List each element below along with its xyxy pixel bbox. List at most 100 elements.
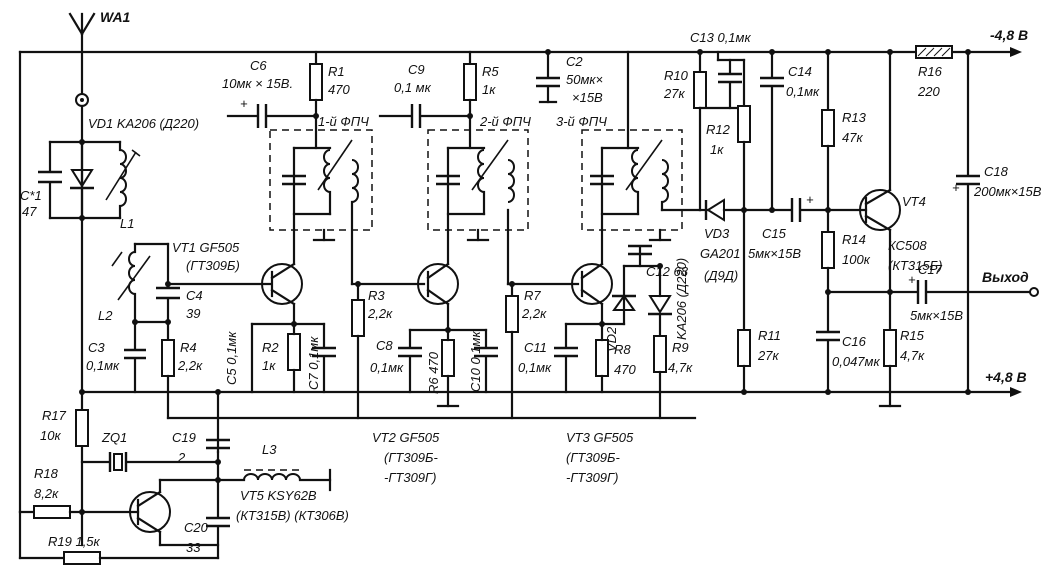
vd2-value: KA206 (Д220) <box>674 258 689 340</box>
c6-capacitor: + <box>226 96 318 128</box>
c9-label: C9 <box>408 62 425 77</box>
r15-value: 4,7к <box>900 348 925 363</box>
r13-resistor <box>821 50 835 234</box>
vt3-alt2: -ГТ309Г) <box>566 470 618 485</box>
c15-label: C15 <box>762 226 787 241</box>
vt1-transistor <box>261 228 303 326</box>
vt2-transistor <box>417 228 459 332</box>
r1-value: 470 <box>328 82 350 97</box>
r5-value: 1к <box>482 82 496 97</box>
r3-value: 2,2к <box>367 306 393 321</box>
r5-label: R5 <box>482 64 499 79</box>
c8-r6-c10 <box>398 328 498 408</box>
vt4-transistor <box>859 50 901 332</box>
r10-label: R10 <box>664 68 689 83</box>
input-tank <box>38 140 141 220</box>
c18-label: C18 <box>984 164 1009 179</box>
l2-c4-tank <box>111 242 272 324</box>
fpch2-label: 2-й ФПЧ <box>479 114 531 129</box>
r14-value: 100к <box>842 252 871 267</box>
c15-capacitor: + <box>790 192 868 222</box>
r19-resistor <box>18 510 220 565</box>
r19-label: R19 1,5к <box>48 534 101 549</box>
r17-value: 10к <box>40 428 61 443</box>
r10-value: 27к <box>663 86 685 101</box>
vt5-transistor <box>129 478 220 547</box>
r2-value: 1к <box>262 358 276 373</box>
l3-coil <box>216 468 332 492</box>
c11-value: 0,1мк <box>518 360 552 375</box>
c4-label: C4 <box>186 288 203 303</box>
vt3-alt1: (ГТ309Б- <box>566 450 620 465</box>
r13-label: R13 <box>842 110 867 125</box>
r8-value: 470 <box>614 362 636 377</box>
c13-capacitor <box>698 50 746 110</box>
vt4-value: КС508 <box>888 238 927 253</box>
output-label: Выход <box>982 269 1029 285</box>
c5-label: C5 0,1мк <box>224 331 239 385</box>
vd1-label: VD1 KA206 (Д220) <box>88 116 199 131</box>
svg-text:+: + <box>240 96 248 111</box>
r4-resistor <box>161 320 175 420</box>
supply-neg-label: -4,8 В <box>990 27 1028 43</box>
supply-pos-label: +4,8 В <box>985 369 1027 385</box>
vt1-alt: (ГТ309Б) <box>186 258 240 273</box>
positive-rail <box>166 387 1022 397</box>
fpch1-label: 1-й ФПЧ <box>318 114 369 129</box>
c3-label: C3 <box>88 340 105 355</box>
r4-value: 2,2к <box>177 358 203 373</box>
c18-value: 200мк×15В <box>973 184 1042 199</box>
r18-value: 8,2к <box>34 486 59 501</box>
r16-value: 220 <box>917 84 940 99</box>
c3-value: 0,1мк <box>86 358 120 373</box>
zq1-crystal <box>80 452 220 472</box>
c8-value: 0,1мк <box>370 360 404 375</box>
c12-label: C12 68 <box>646 264 689 279</box>
r14-resistor <box>821 231 835 332</box>
r13-value: 47к <box>842 130 863 145</box>
r4-label: R4 <box>180 340 197 355</box>
c6-value: 10мк × 15В. <box>222 76 293 91</box>
r5-resistor <box>463 50 477 150</box>
r15-label: R15 <box>900 328 925 343</box>
r11-value: 27к <box>757 348 779 363</box>
r16-label: R16 <box>918 64 943 79</box>
c19-value: 2 <box>177 450 186 465</box>
vt5-label: VT5 KSY62B <box>240 488 317 503</box>
r12-resistor <box>737 58 751 212</box>
zq1-label: ZQ1 <box>101 430 127 445</box>
r11-resistor <box>737 208 751 394</box>
c13-label: C13 0,1мк <box>690 30 751 45</box>
c9-value: 0,1 мк <box>394 80 432 95</box>
c17-value: 5мк×15В <box>910 308 963 323</box>
fpch3-label: 3-й ФПЧ <box>556 114 607 129</box>
c14-value: 0,1мк <box>786 84 820 99</box>
vd2-c12 <box>612 244 672 420</box>
vt4-label: VT4 <box>902 194 926 209</box>
c20-value: 33 <box>186 540 201 555</box>
c16-label: C16 <box>842 334 867 349</box>
vt2-alt1: (ГТ309Б- <box>384 450 438 465</box>
antenna-label: WA1 <box>100 9 131 25</box>
vd3-diode <box>698 198 792 222</box>
r11-label: R11 <box>758 328 781 343</box>
l1-label: L1 <box>120 216 134 231</box>
junction-dots <box>79 49 971 515</box>
r10-resistor <box>693 50 707 212</box>
r12-label: R12 <box>706 122 731 137</box>
c6-label: C6 <box>250 58 267 73</box>
r18-label: R18 <box>34 466 59 481</box>
c16-capacitor <box>816 290 918 394</box>
negative-rail <box>18 47 1022 57</box>
c2-value2: ×15В <box>572 90 603 105</box>
r6-label: R6 470 <box>426 351 441 394</box>
r14-label: R14 <box>842 232 866 247</box>
c2-capacitor <box>536 50 560 104</box>
c1-label: C*1 <box>20 188 42 203</box>
r17-label: R17 <box>42 408 67 423</box>
svg-text:+: + <box>908 272 916 287</box>
c17-capacitor: + <box>908 272 1039 304</box>
r17-resistor <box>75 409 89 447</box>
c3-capacitor <box>80 320 170 394</box>
